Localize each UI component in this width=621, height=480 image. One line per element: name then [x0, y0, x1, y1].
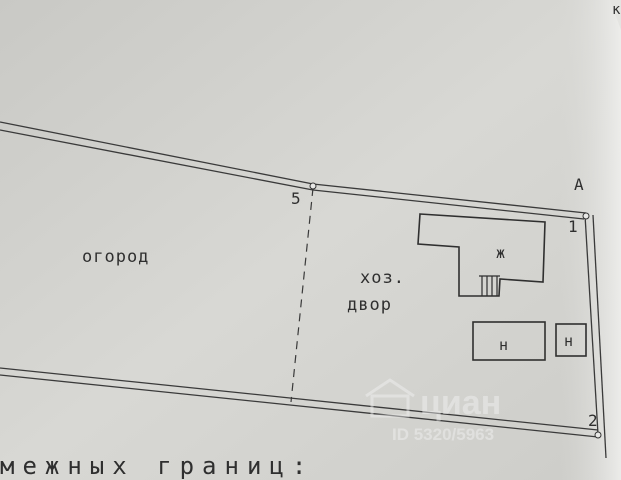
point-1-label: 1 [568, 217, 578, 236]
point-2-marker [594, 431, 602, 439]
watermark-brand: циан [420, 384, 501, 422]
outbuilding-right-label: н [564, 332, 573, 350]
corner-fragment-text: к [612, 2, 621, 18]
footer-caption: межных границ: [0, 452, 314, 480]
watermark-id: ID 5320/5963 [392, 425, 494, 444]
watermark: циан ID 5320/5963 [365, 378, 501, 444]
outbuilding-right [555, 323, 587, 357]
east-boundary-line [584, 214, 607, 459]
outbuilding-left-label: н [499, 336, 508, 354]
point-1-marker [582, 212, 590, 220]
point-a-label: А [574, 175, 584, 194]
outbuilding-left [472, 321, 546, 361]
yard-label-line2: двор [347, 295, 392, 315]
garden-label: огород [82, 247, 149, 267]
point-5-label: 5 [291, 189, 301, 208]
paper-edge-highlight [560, 0, 621, 480]
internal-dashed-boundary [290, 187, 314, 403]
point-2-label: 2 [588, 411, 598, 430]
south-boundary-line [0, 367, 599, 438]
watermark-logo-icon [365, 378, 415, 418]
house-porch-steps [479, 275, 500, 296]
point-5-marker [309, 182, 317, 190]
house-outline [417, 213, 546, 297]
house-label: ж [496, 244, 505, 262]
yard-label-line1: хоз. [360, 268, 405, 288]
